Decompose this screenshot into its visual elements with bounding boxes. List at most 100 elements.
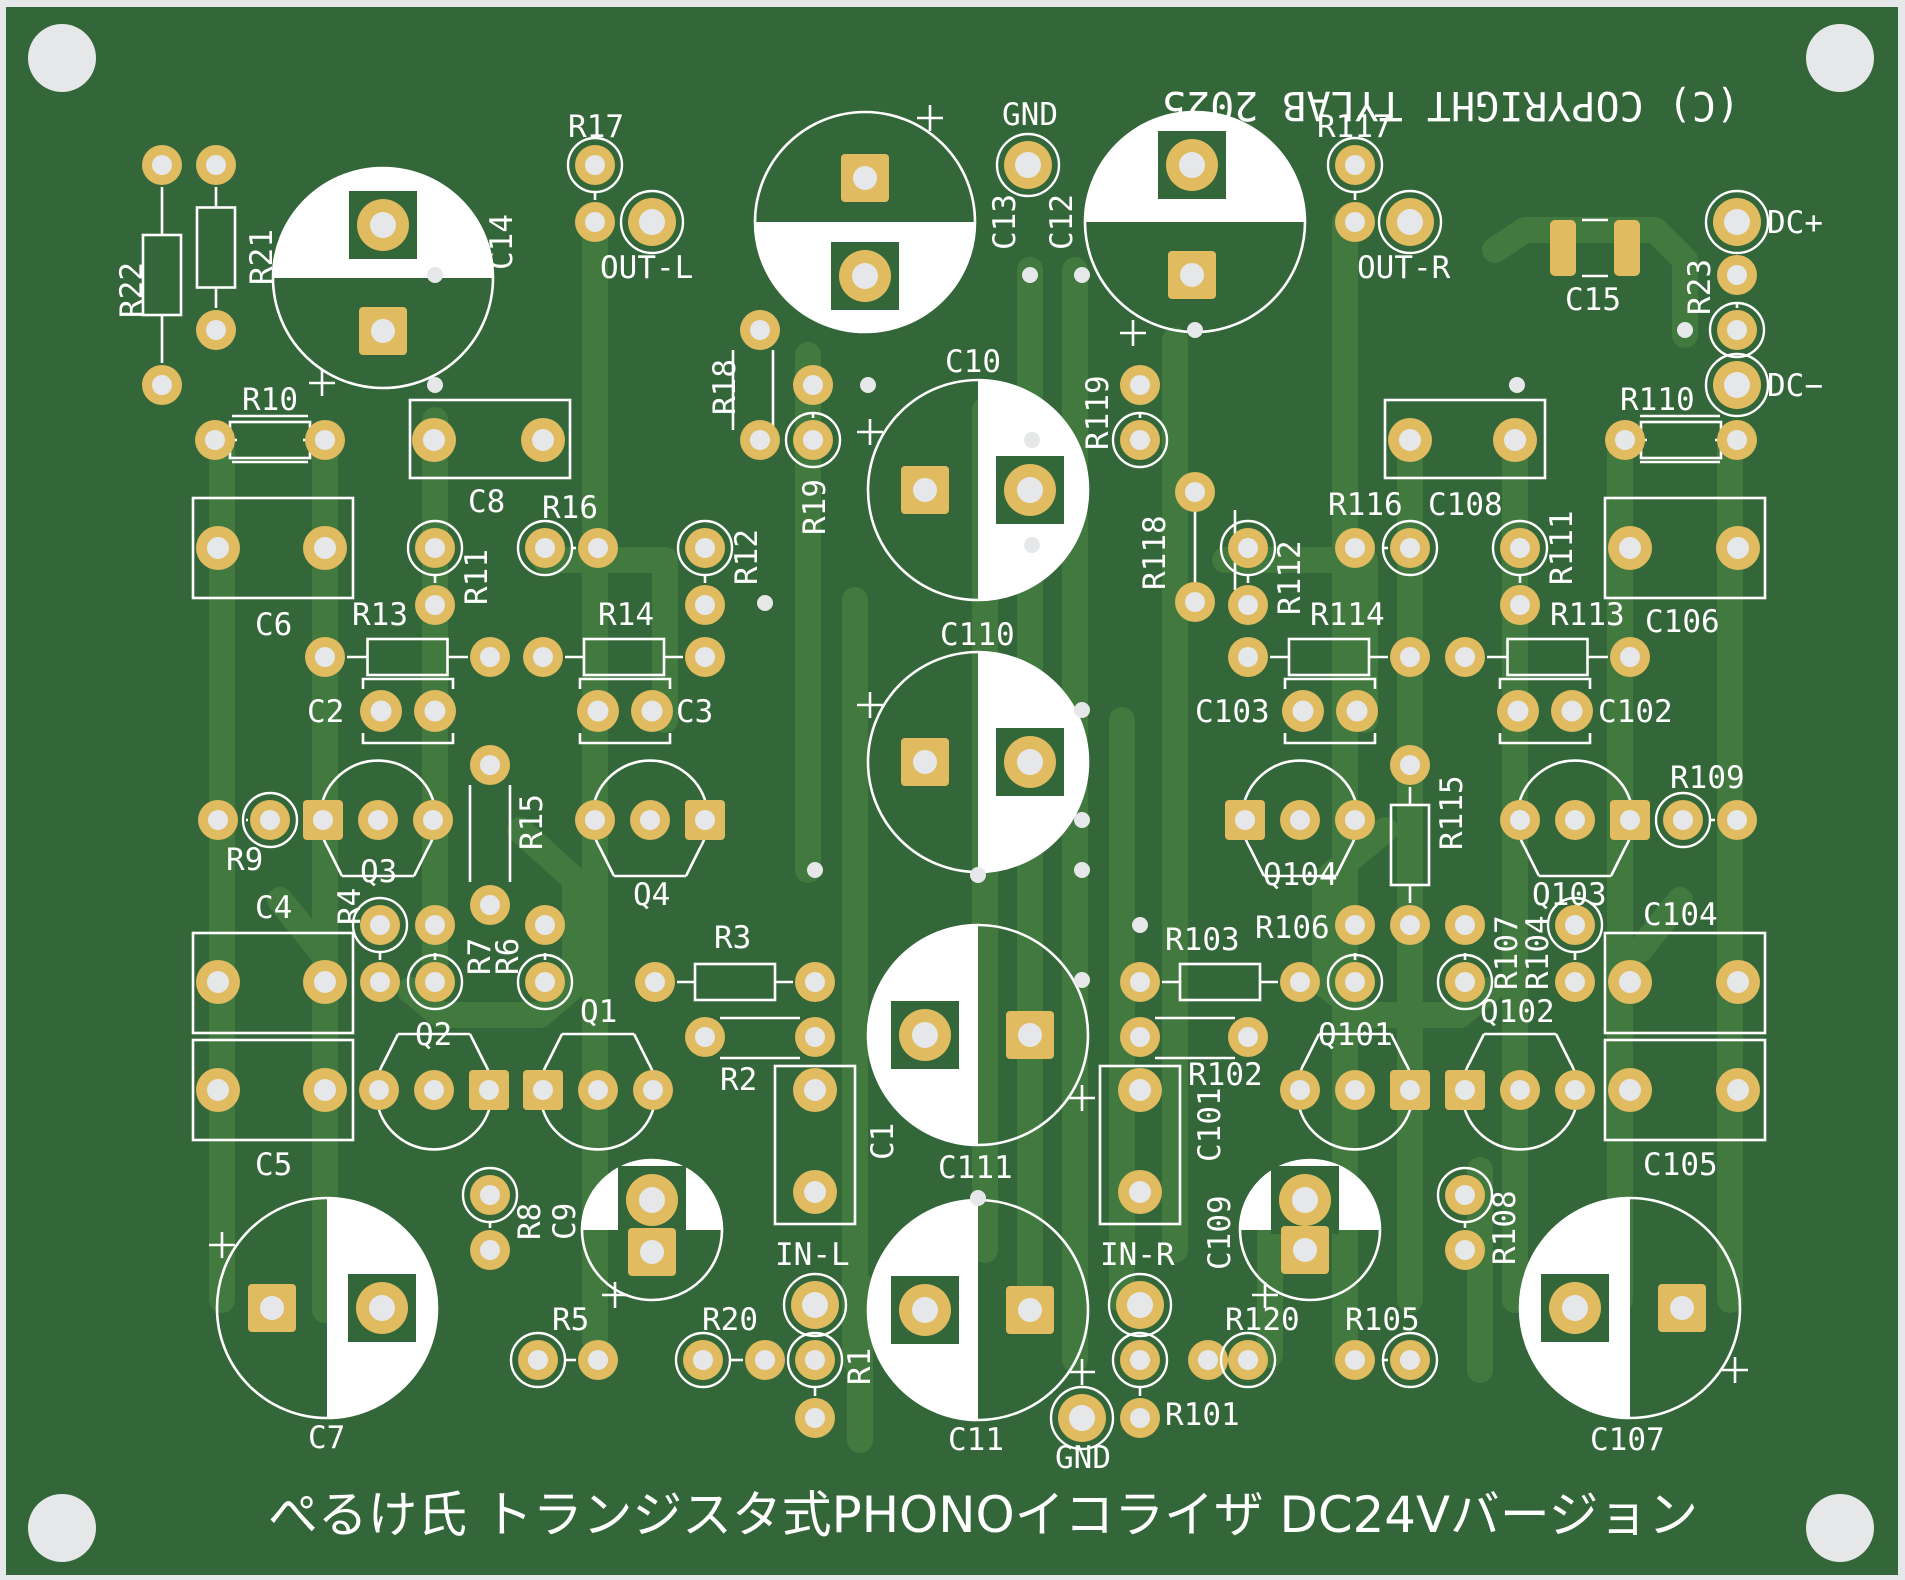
drill-hole — [1293, 1238, 1317, 1262]
pad-ring — [676, 519, 734, 577]
drill-hole — [1130, 1350, 1150, 1370]
trace — [1627, 887, 1693, 963]
via — [807, 862, 823, 878]
drill-hole — [1455, 1240, 1475, 1260]
label-c2: C2 — [307, 694, 344, 730]
label-r3: R3 — [714, 920, 751, 956]
via — [1074, 972, 1090, 988]
drill-hole — [1455, 972, 1475, 992]
drill-hole — [695, 647, 715, 667]
via — [1074, 862, 1090, 878]
label-c106: C106 — [1645, 604, 1720, 640]
drill-hole — [206, 320, 226, 340]
pad-ring — [1377, 189, 1443, 255]
pad-ring — [1708, 301, 1766, 359]
drill-hole — [260, 810, 280, 830]
drill-hole — [371, 319, 395, 343]
drill-hole — [1673, 810, 1693, 830]
trace — [1482, 217, 1698, 348]
drill-hole — [533, 1080, 553, 1100]
electrolytic-capacitor-outline — [1518, 1196, 1742, 1420]
pad-ring — [674, 1331, 732, 1389]
label-r110: R110 — [1620, 382, 1695, 418]
label-c13: C13 — [987, 194, 1023, 250]
drill-hole — [1292, 1187, 1318, 1213]
drill-hole — [480, 1185, 500, 1205]
drill-hole — [370, 700, 392, 722]
drill-hole — [535, 538, 555, 558]
drill-hole — [208, 810, 228, 830]
drill-hole — [1619, 971, 1641, 993]
transistor-outline — [590, 759, 710, 878]
via — [1074, 702, 1090, 718]
label-r119: R119 — [1080, 375, 1116, 450]
drill-hole — [1727, 265, 1747, 285]
drill-hole — [1400, 915, 1420, 935]
drill-hole — [1400, 755, 1420, 775]
drill-hole — [532, 429, 554, 451]
label-r12: R12 — [729, 529, 765, 585]
copyright-text: (C) COPYRIGHT TYLAB 2025 — [1162, 82, 1740, 128]
drill-hole — [639, 209, 665, 235]
drill-hole — [804, 1079, 826, 1101]
electrolytic-capacitor-outline — [866, 378, 1090, 602]
drill-hole — [1345, 212, 1365, 232]
drill-hole — [1238, 1027, 1258, 1047]
transistor-outline — [374, 1032, 494, 1151]
drill-hole — [693, 1350, 713, 1370]
resistor-body — [1506, 637, 1589, 677]
drill-hole — [755, 1350, 775, 1370]
resistor-body — [366, 637, 449, 677]
label-c101: C101 — [1192, 1087, 1228, 1162]
pad-ring — [1436, 953, 1494, 1011]
drill-hole — [588, 1080, 608, 1100]
drill-hole — [423, 810, 443, 830]
drill-hole — [533, 647, 553, 667]
drill-hole — [205, 430, 225, 450]
label-q4: Q4 — [633, 877, 670, 913]
label-outr: OUT-R — [1357, 250, 1451, 286]
drill-hole — [535, 915, 555, 935]
film-capacitor-outline — [773, 1064, 857, 1226]
resistor-body — [1287, 637, 1371, 677]
drill-hole — [425, 538, 445, 558]
label-q3: Q3 — [360, 854, 397, 890]
drill-hole — [1345, 1350, 1365, 1370]
drill-hole — [1727, 971, 1749, 993]
pad-ring — [1654, 791, 1712, 849]
pad-ring — [784, 411, 842, 469]
pad-ring — [1219, 519, 1277, 577]
pad-ring — [1381, 519, 1439, 577]
pad-ring — [1491, 519, 1549, 577]
label-q2: Q2 — [415, 1017, 452, 1053]
drill-hole — [1724, 372, 1750, 398]
drill-hole — [1565, 1080, 1585, 1100]
label-c4: C4 — [255, 890, 292, 926]
drill-hole — [1130, 1408, 1150, 1428]
via — [1024, 432, 1040, 448]
pad-ring — [1704, 352, 1770, 418]
drill-hole — [805, 1027, 825, 1047]
drill-hole — [803, 375, 823, 395]
drill-hole — [695, 1027, 715, 1047]
drill-hole — [802, 1292, 828, 1318]
via — [1132, 917, 1148, 933]
label-c107: C107 — [1590, 1422, 1665, 1458]
film-capacitor-outline — [191, 931, 355, 1035]
transistor-outline — [1460, 1032, 1580, 1151]
drill-hole — [1130, 375, 1150, 395]
label-r15: R15 — [514, 794, 550, 850]
drill-hole — [368, 810, 388, 830]
film-capacitor-outline — [1098, 1064, 1182, 1226]
drill-hole — [1455, 1080, 1475, 1100]
drill-hole — [1620, 647, 1640, 667]
drill-hole — [313, 810, 333, 830]
pad-ring — [1436, 1166, 1494, 1224]
transistor-outline — [1295, 1032, 1415, 1151]
film-capacitor-outline — [408, 398, 572, 480]
pad-ring — [516, 519, 574, 577]
mounting-hole — [1806, 24, 1874, 92]
drill-hole — [1565, 915, 1585, 935]
drill-hole — [750, 320, 770, 340]
drill-hole — [1397, 209, 1423, 235]
